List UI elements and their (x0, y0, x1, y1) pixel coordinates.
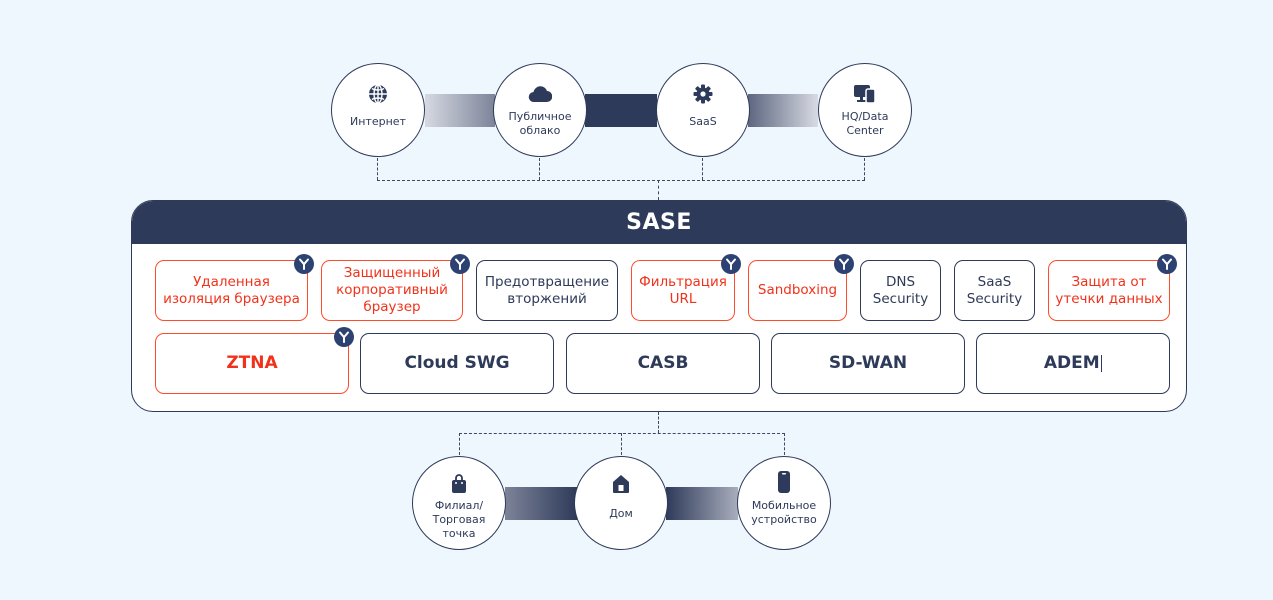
chip-label: Предотвращение вторжений (484, 273, 610, 307)
service-ztna: ZTNA (155, 333, 349, 394)
chip-label: Защита от утечки данных (1055, 273, 1163, 307)
chip-label: Защищенный корпоративный браузер (336, 265, 448, 315)
node-label: HQ/Data Center (841, 110, 889, 137)
capability-dns-security: DNS Security (860, 260, 941, 321)
dash-top-bus (377, 180, 865, 181)
gear-icon (693, 83, 713, 105)
dash-cloud (539, 158, 540, 180)
node-label: Публичное облако (508, 110, 572, 137)
chip-label: SaaS Security (966, 273, 1023, 307)
capability-intrusion-prevention: Предотвращение вторжений (476, 260, 618, 321)
sase-title: SASE (132, 201, 1186, 244)
yandex-y-badge-icon (334, 327, 354, 347)
node-label: Мобильное устройство (751, 499, 817, 526)
node-internet: Интернет (331, 63, 425, 157)
service-cloud-swg: Cloud SWG (360, 333, 554, 394)
yandex-y-badge-icon (1157, 254, 1177, 274)
yandex-y-badge-icon (450, 254, 470, 274)
node-label: Интернет (350, 115, 406, 128)
dash-home (621, 433, 622, 455)
service-casb: CASB (566, 333, 760, 394)
chip-label: ZTNA (226, 353, 278, 373)
service-adem: ADEM (976, 333, 1170, 394)
connector-cloud-saas (585, 94, 657, 127)
chip-label: Cloud SWG (404, 353, 510, 373)
node-hq-data-center: HQ/Data Center (818, 63, 912, 157)
cloud-icon (528, 83, 552, 105)
connector-internet-cloud (425, 94, 495, 127)
node-saas: SaaS (656, 63, 750, 157)
chip-label: CASB (637, 353, 689, 373)
smartphone-icon (777, 471, 791, 493)
chip-label: DNS Security (872, 273, 929, 307)
node-label: Филиал/ Торговая точка (432, 499, 486, 540)
connector-branch-home (505, 487, 577, 520)
chip-label: ADEM (1043, 353, 1100, 373)
yandex-y-badge-icon (721, 254, 741, 274)
globe-icon (368, 83, 388, 105)
chip-label: SD-WAN (828, 353, 908, 373)
capability-remote-browser-isolation: Удаленная изоляция браузера (155, 260, 308, 321)
service-sd-wan: SD-WAN (771, 333, 965, 394)
chip-label: Sandboxing (757, 282, 838, 298)
dash-mobile (784, 433, 785, 455)
connector-home-mobile (666, 487, 738, 520)
node-home: Дом (574, 456, 668, 550)
node-mobile-device: Мобильное устройство (737, 456, 831, 550)
capability-secure-enterprise-browser: Защищенный корпоративный браузер (321, 260, 463, 321)
capability-sandboxing: Sandboxing (748, 260, 847, 321)
dash-branch (459, 433, 460, 455)
dash-saas (702, 158, 703, 180)
connector-saas-hq (748, 94, 818, 127)
chip-label: Фильтрация URL (639, 273, 727, 307)
chip-label: Удаленная изоляция браузера (163, 273, 300, 307)
node-label: SaaS (689, 115, 717, 128)
dash-sase-to-bottom (658, 412, 659, 433)
node-public-cloud: Публичное облако (493, 63, 587, 157)
text-cursor (1100, 355, 1103, 372)
node-label: Дом (609, 507, 633, 520)
house-icon (612, 473, 630, 495)
node-branch-office: Филиал/ Торговая точка (412, 456, 506, 550)
dash-bottom-bus (459, 433, 785, 434)
dash-hq (864, 158, 865, 180)
yandex-y-badge-icon (294, 254, 314, 274)
yandex-y-badge-icon (834, 254, 854, 274)
capability-url-filtering: Фильтрация URL (631, 260, 735, 321)
capability-data-loss-prevention: Защита от утечки данных (1048, 260, 1170, 321)
desktop-mobile-icon (853, 83, 877, 105)
dash-top-to-sase (658, 180, 659, 200)
shopping-bag-icon (451, 473, 467, 495)
capability-saas-security: SaaS Security (954, 260, 1035, 321)
dash-internet (377, 158, 378, 180)
